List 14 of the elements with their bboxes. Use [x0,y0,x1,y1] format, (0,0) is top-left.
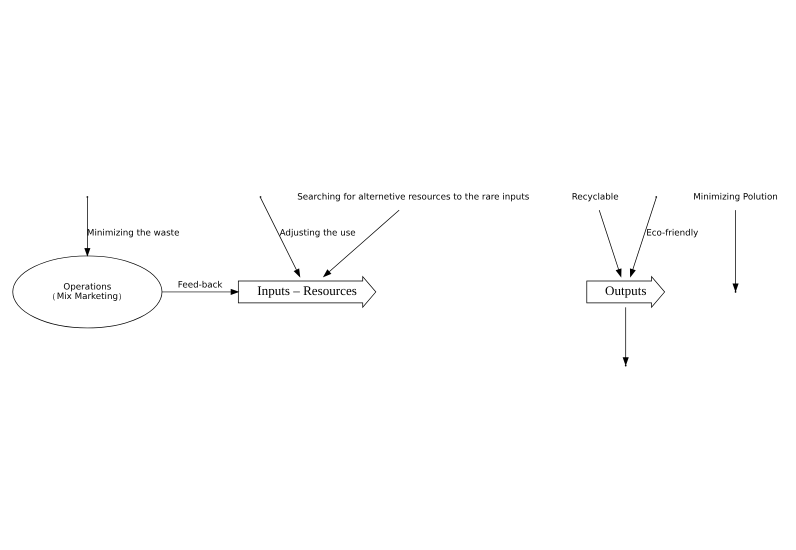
edge-label: Feed-back [178,280,222,290]
arrow [260,197,300,278]
arrow [322,210,400,278]
arrow [162,288,240,295]
edge-label: Minimizing the waste [86,228,180,238]
edge-label: Eco-friendly [646,228,698,238]
arrow [84,197,90,257]
node-ellipse: Operations （Mix Marketing） [12,256,162,328]
arrow [630,197,657,278]
node-text: Recyclable [572,192,619,202]
node-text: Minimizing Polution [693,192,778,202]
arrow [598,210,622,278]
node-text: Searching for alternetive resources to the rare inputs [297,192,530,202]
edge-label: Adjusting the use [280,228,356,238]
